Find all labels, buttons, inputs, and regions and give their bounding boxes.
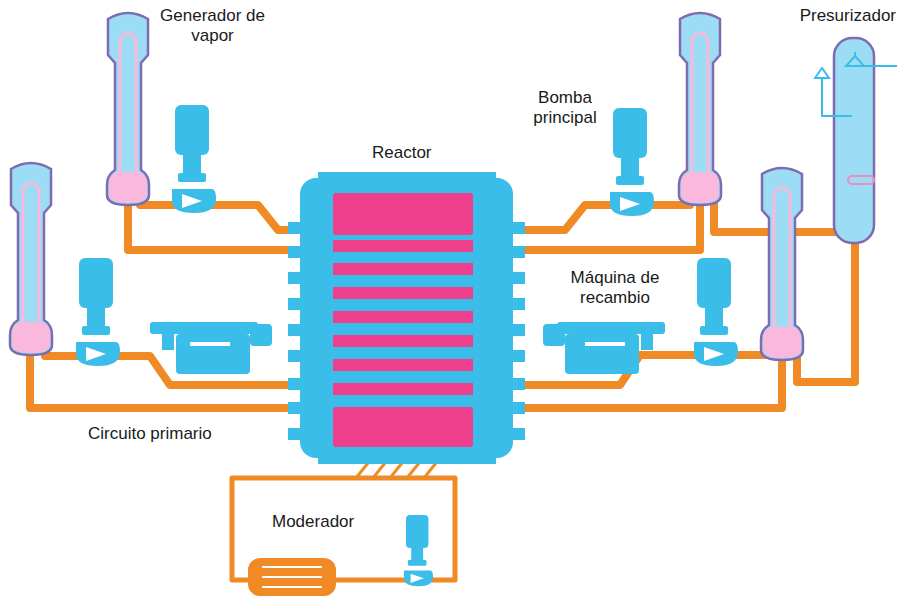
steam-generator-label: Generador de vapor xyxy=(160,6,265,47)
pressurizer-label: Presurizador xyxy=(800,6,896,26)
circuit-label: Circuito primario xyxy=(88,424,212,444)
moderator-label: Moderador xyxy=(272,512,354,532)
reactor-label: Reactor xyxy=(372,143,432,163)
pump-label: Bomba principal xyxy=(522,88,608,129)
refuelling-machine-label: Máquina de recambio xyxy=(555,268,675,309)
